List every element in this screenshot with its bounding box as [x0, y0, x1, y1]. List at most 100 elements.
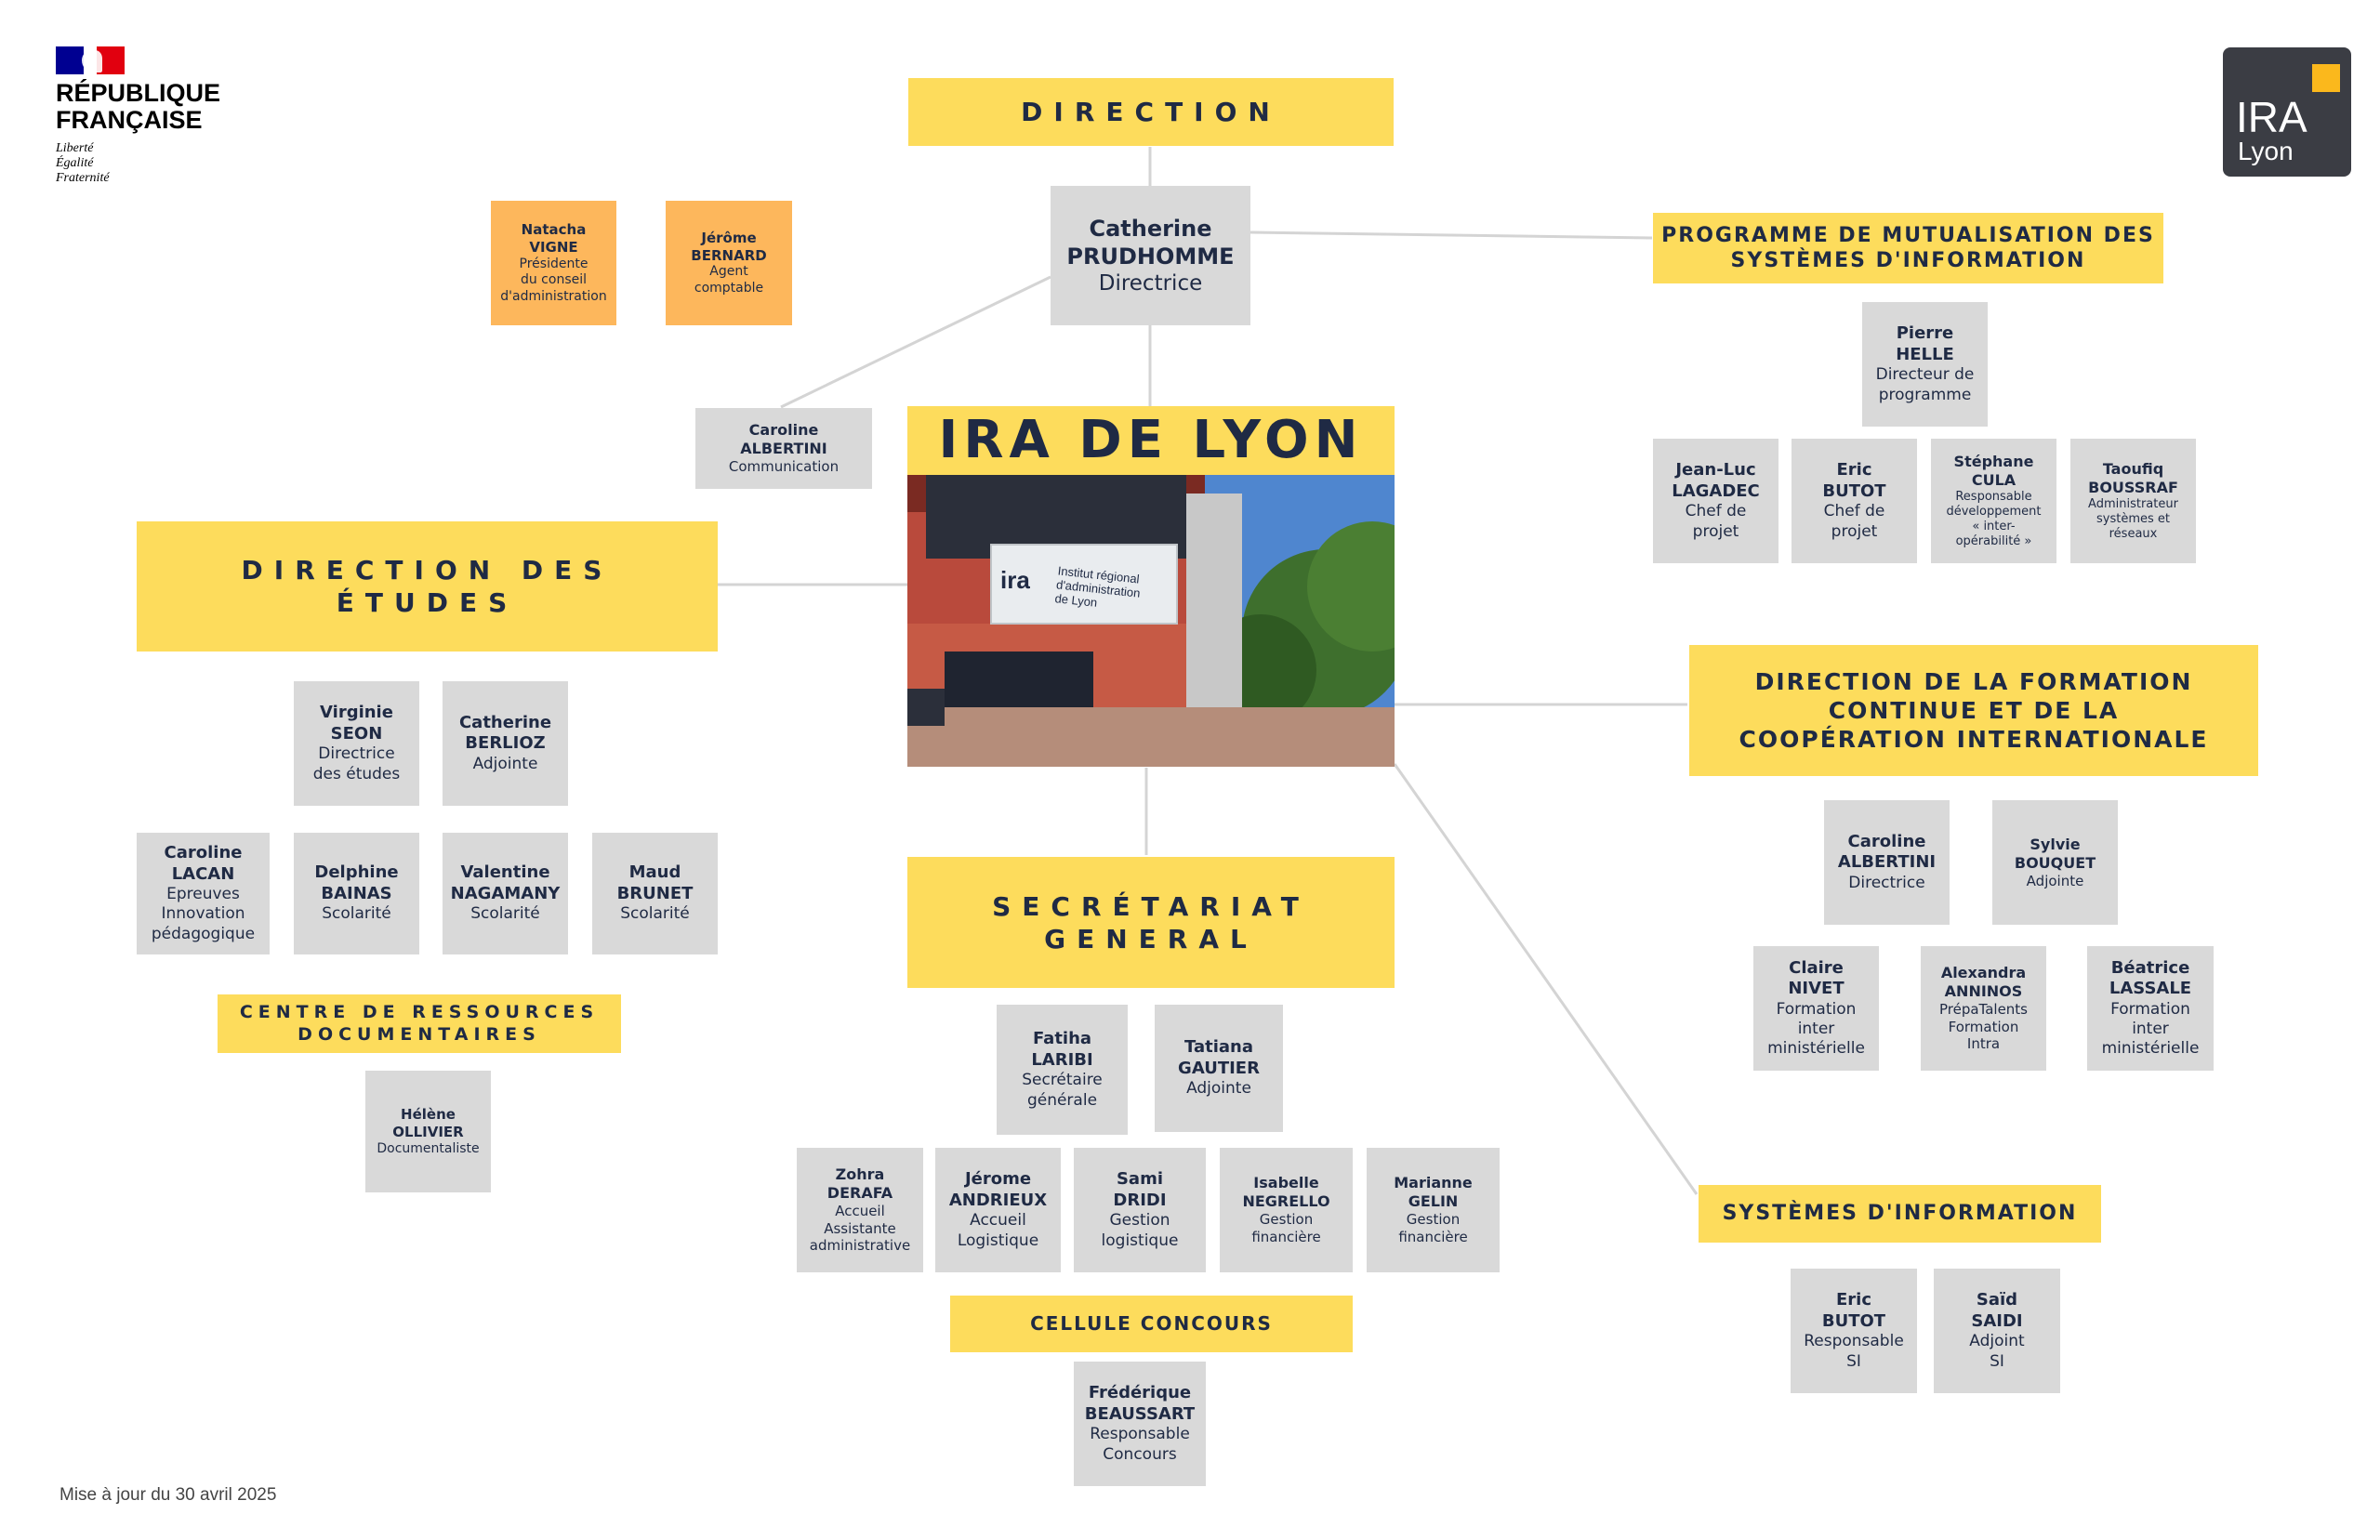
last-name: DRIDI: [1113, 1190, 1167, 1210]
last-name: BERLIOZ: [465, 733, 546, 754]
role: Gestion logistique: [1101, 1211, 1179, 1250]
role: Adjointe: [2026, 872, 2084, 889]
role: Responsable SI: [1804, 1332, 1904, 1371]
republique-line2: FRANÇAISE: [56, 106, 203, 134]
first-name: Virginie: [320, 703, 393, 723]
republique-line1: RÉPUBLIQUE: [56, 79, 221, 107]
first-name: Jérôme: [701, 229, 757, 246]
person-ollivier: Hélène OLLIVIER Documentaliste: [365, 1071, 491, 1192]
role: Documentaliste: [377, 1140, 480, 1156]
last-name: ANNINOS: [1944, 981, 2023, 1000]
last-name: LACAN: [171, 863, 235, 884]
update-date: Mise à jour du 30 avril 2025: [60, 1485, 277, 1505]
last-name: BOUQUET: [2014, 853, 2096, 872]
ira-logo-text: IRA: [2236, 93, 2307, 141]
last-name: NIVET: [1788, 979, 1844, 999]
role: Secrétaire générale: [1022, 1071, 1103, 1110]
person-nivet: Claire NIVET Formation inter ministériel…: [1753, 946, 1879, 1071]
last-name: BUTOT: [1822, 480, 1886, 501]
first-name: Alexandra: [1940, 963, 2027, 981]
last-name: BRUNET: [616, 883, 694, 903]
first-name: Caroline: [748, 421, 819, 440]
first-name: Jean-Luc: [1675, 460, 1756, 480]
person-laribi: Fatiha LARIBI Secrétaire générale: [997, 1005, 1128, 1135]
person-seon: Virginie SEON Directrice des études: [294, 681, 419, 806]
centre-header: CENTRE DE RESSOURCES DOCUMENTAIRES: [218, 994, 621, 1053]
first-name: Catherine: [458, 712, 552, 732]
last-name: DERAFA: [826, 1183, 893, 1202]
last-name: SEON: [330, 723, 383, 744]
role: Epreuves Innovation pédagogique: [151, 885, 256, 943]
person-boussraf: Taoufiq BOUSSRAF Administrateur systèmes…: [2070, 439, 2196, 563]
first-name: Fatiha: [1032, 1029, 1092, 1049]
last-name: BEAUSSART: [1084, 1403, 1196, 1424]
role: Adjointe: [472, 754, 538, 773]
role: Scolarité: [322, 904, 391, 924]
motto-fraternite: Fraternité: [56, 171, 110, 185]
role: Gestion financière: [1398, 1211, 1468, 1245]
first-name: Sylvie: [2030, 835, 2081, 853]
republique-francaise-logo: RÉPUBLIQUE FRANÇAISE Liberté Égalité Fra…: [56, 46, 220, 186]
role: Responsable Concours: [1090, 1425, 1190, 1464]
last-name: LAGADEC: [1672, 480, 1760, 501]
first-name: Zohra: [835, 1165, 885, 1183]
person-andrieux: Jérome ANDRIEUX Accueil Logistique: [935, 1148, 1061, 1272]
last-name: BUTOT: [1821, 1310, 1886, 1331]
formation-header: DIRECTION DE LA FORMATION CONTINUE ET DE…: [1689, 645, 2258, 776]
person-saidi: Saïd SAIDI Adjoint SI: [1934, 1269, 2060, 1393]
last-name: GELIN: [1408, 1192, 1459, 1211]
person-dridi: Sami DRIDI Gestion logistique: [1074, 1148, 1206, 1272]
first-name: Tatiana: [1184, 1037, 1253, 1058]
first-name: Saïd: [1976, 1290, 2018, 1310]
first-name: Frédérique: [1088, 1383, 1192, 1403]
first-name: Hélène: [401, 1106, 456, 1123]
first-name: Delphine: [314, 862, 399, 883]
person-lassale: Béatrice LASSALE Formation inter ministé…: [2087, 946, 2214, 1071]
last-name: CULA: [1971, 470, 2016, 489]
ira-logo-city: Lyon: [2238, 137, 2294, 165]
last-name: ANDRIEUX: [948, 1190, 1048, 1210]
first-name: Béatrice: [2110, 957, 2190, 978]
role: Présidente du conseil d'administration: [500, 256, 607, 304]
first-name: Sami: [1116, 1169, 1164, 1190]
last-name: GAUTIER: [1178, 1058, 1260, 1078]
role: Responsable développement « inter- opéra…: [1946, 489, 2042, 549]
last-name: BERNARD: [691, 246, 767, 264]
first-name: Maud: [628, 862, 681, 883]
role: Accueil Assistante administrative: [809, 1202, 911, 1255]
person-prudhomme: Catherine PRUDHOMME Directrice: [1051, 186, 1250, 325]
role: Directrice: [1098, 270, 1203, 296]
last-name: LARIBI: [1031, 1049, 1093, 1070]
etudes-header: DIRECTION DES ÉTUDES: [137, 521, 718, 652]
motto-liberte: Liberté: [56, 141, 94, 155]
first-name: Eric: [1836, 460, 1872, 480]
last-name: BOUSSRAF: [2088, 478, 2178, 496]
first-name: Stéphane: [1953, 452, 2034, 470]
person-brunet: Maud BRUNET Scolarité: [592, 833, 718, 954]
role: Directrice des études: [312, 744, 401, 783]
person-albertini-communication: Caroline ALBERTINI Communication: [695, 408, 872, 489]
role: Gestion financière: [1251, 1211, 1321, 1245]
direction-header: DIRECTION: [908, 78, 1394, 146]
person-beaussart: Frédérique BEAUSSART Responsable Concour…: [1074, 1362, 1206, 1486]
person-berlioz: Catherine BERLIOZ Adjointe: [443, 681, 568, 806]
role: Scolarité: [470, 904, 540, 924]
role: Formation inter ministérielle: [2101, 999, 2200, 1059]
systemes-header: SYSTÈMES D'INFORMATION: [1699, 1185, 2101, 1243]
role: Scolarité: [620, 904, 690, 924]
last-name: ALBERTINI: [740, 440, 827, 458]
first-name: Isabelle: [1253, 1174, 1319, 1192]
secretariat-header: SECRÉTARIAT GENERAL: [907, 857, 1395, 988]
first-name: Caroline: [1847, 831, 1926, 851]
first-name: Caroline: [164, 843, 243, 863]
last-name: HELLE: [1896, 344, 1954, 364]
person-albertini-directrice: Caroline ALBERTINI Directrice: [1824, 800, 1950, 925]
role: Chef de projet: [1685, 502, 1747, 541]
role: Accueil Logistique: [957, 1211, 1039, 1250]
first-name: Pierre: [1896, 323, 1954, 344]
first-name: Jérome: [964, 1169, 1032, 1190]
first-name: Catherine: [1089, 215, 1212, 242]
cellule-header: CELLULE CONCOURS: [950, 1296, 1353, 1352]
role: PrépaTalents Formation Intra: [1938, 1000, 2029, 1053]
